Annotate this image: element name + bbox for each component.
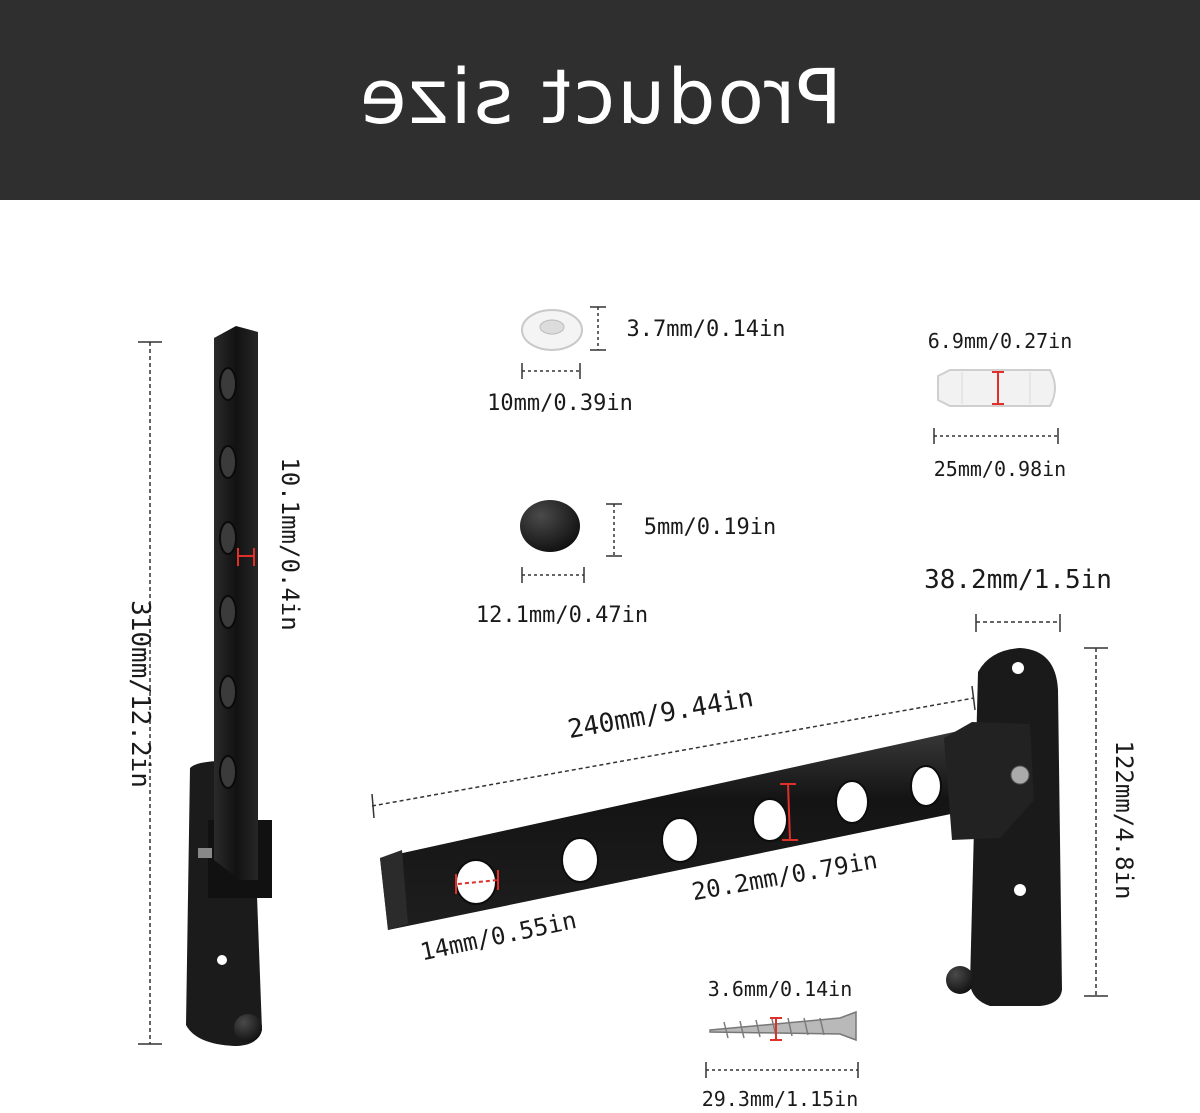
cap-part: 5mm/0.19in 12.1mm/0.47in xyxy=(476,500,776,628)
label-cap-height: 5mm/0.19in xyxy=(644,515,776,540)
label-hole-width-vertical: 10.1mm/0.4in xyxy=(276,457,304,630)
bracket-screw xyxy=(198,848,212,858)
folded-bracket xyxy=(138,326,272,1046)
label-washer-diameter: 10mm/0.39in xyxy=(487,391,633,416)
label-arm-length: 240mm/9.44in xyxy=(566,683,756,745)
label-screw-diameter: 3.6mm/0.14in xyxy=(708,977,853,1001)
label-plate-width: 38.2mm/1.5in xyxy=(924,565,1112,595)
screw-part: 3.6mm/0.14in 29.3mm/1.15in xyxy=(702,977,859,1111)
anchor-part: 6.9mm/0.27in 25mm/0.98in xyxy=(928,329,1073,481)
label-plate-height: 122mm/4.8in xyxy=(1110,741,1138,900)
label-cap-diameter: 12.1mm/0.47in xyxy=(476,603,648,628)
label-anchor-length: 25mm/0.98in xyxy=(934,457,1066,481)
extended-bracket xyxy=(371,614,1108,1006)
washer-part: 3.7mm/0.14in 10mm/0.39in xyxy=(487,306,786,416)
bracket-mount-hole xyxy=(217,955,227,965)
label-washer-thickness: 3.7mm/0.14in xyxy=(627,317,786,342)
label-screw-length: 29.3mm/1.15in xyxy=(702,1087,859,1111)
header-banner: Product size xyxy=(0,0,1200,200)
label-anchor-diameter: 6.9mm/0.27in xyxy=(928,329,1073,353)
label-total-height: 310mm/12.2in xyxy=(125,600,155,788)
bracket-knob xyxy=(234,1014,262,1042)
